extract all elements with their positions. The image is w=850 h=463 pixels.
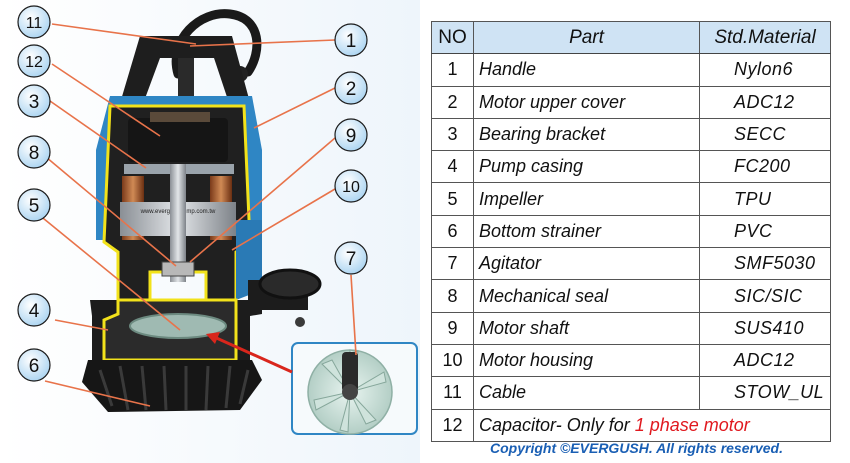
capacitor-wires — [150, 112, 210, 122]
header-no: NO — [431, 20, 474, 55]
row-no: 3 — [431, 117, 474, 152]
table-row-capacitor: 12 Capacitor- Only for 1 phase motor — [431, 408, 831, 442]
callout-4-label: 4 — [29, 301, 40, 322]
row-material: STOW_UL — [699, 376, 831, 410]
callout-10: 10 — [334, 169, 368, 203]
row-material: ADC12 — [699, 85, 831, 119]
callout-6: 6 — [17, 348, 51, 382]
row-no: 12 — [431, 408, 474, 442]
row-no: 4 — [431, 150, 474, 184]
row-material: ADC12 — [699, 343, 831, 378]
row-part: Pump casing — [473, 150, 700, 184]
capacitor-note: Capacitor- Only for 1 phase motor — [473, 408, 831, 442]
callout-9-label: 9 — [346, 126, 357, 147]
callout-3: 3 — [17, 84, 51, 118]
callout-8-label: 8 — [29, 143, 40, 164]
agitator-pointer — [211, 334, 293, 374]
row-no: 5 — [431, 182, 474, 216]
row-part: Motor upper cover — [473, 85, 700, 119]
callout-12: 12 — [17, 44, 51, 78]
row-part: Cable — [473, 376, 700, 410]
row-part: Agitator — [473, 247, 700, 281]
table-header-row: NO Part Std.Material — [431, 20, 831, 55]
header-part: Part — [473, 20, 700, 55]
row-no: 1 — [431, 53, 474, 87]
row-no: 10 — [431, 343, 474, 378]
row-part: Motor housing — [473, 343, 700, 378]
callout-2: 2 — [334, 71, 368, 105]
row-part: Bottom strainer — [473, 214, 700, 249]
row-material: TPU — [699, 182, 831, 216]
bottom-strainer — [82, 360, 262, 412]
row-material: SUS410 — [699, 311, 831, 345]
leader-lines — [37, 23, 357, 407]
row-material: SMF5030 — [699, 247, 831, 281]
mechanical-seal — [161, 261, 195, 277]
row-material: PVC — [699, 214, 831, 249]
row-no: 7 — [431, 247, 474, 281]
header-material: Std.Material — [699, 20, 831, 55]
callout-2-label: 2 — [346, 79, 357, 100]
capacitor-note-text: Capacitor- Only for — [479, 414, 635, 435]
row-part: Impeller — [473, 182, 700, 216]
copyright-notice: Copyright ©EVERGUSH. All rights reserved… — [490, 440, 783, 456]
capacitor — [128, 118, 228, 162]
row-no: 8 — [431, 279, 474, 313]
handle-post — [178, 58, 194, 98]
row-no: 6 — [431, 214, 474, 249]
callout-4: 4 — [17, 293, 51, 327]
agitator-pointer-head — [206, 332, 220, 344]
callout-6-label: 6 — [29, 356, 40, 377]
row-material: SIC/SIC — [699, 279, 831, 313]
motor-shaft — [170, 164, 186, 282]
row-part: Bearing bracket — [473, 117, 700, 152]
row-material: FC200 — [699, 150, 831, 184]
callout-7-label: 7 — [346, 249, 357, 270]
row-no: 2 — [431, 85, 474, 119]
row-material: Nylon6 — [699, 53, 831, 87]
callout-3-label: 3 — [29, 92, 40, 113]
callout-11-label: 11 — [26, 15, 43, 32]
callout-9: 9 — [334, 118, 368, 152]
callout-5-label: 5 — [29, 196, 40, 217]
impeller — [129, 313, 227, 339]
bolt — [295, 317, 305, 327]
row-material: SECC — [699, 117, 831, 152]
callout-11: 11 — [17, 5, 51, 39]
row-no: 9 — [431, 311, 474, 345]
callout-8: 8 — [17, 135, 51, 169]
row-part: Handle — [473, 53, 700, 87]
callout-1-label: 1 — [346, 31, 357, 52]
capacitor-note-highlight: 1 phase motor — [634, 414, 750, 435]
row-part: Motor shaft — [473, 311, 700, 345]
agitator-image — [307, 349, 393, 435]
callout-7: 7 — [334, 241, 368, 275]
row-part: Mechanical seal — [473, 279, 700, 313]
handle — [118, 36, 252, 112]
discharge-outlet — [258, 268, 322, 300]
callout-10-label: 10 — [342, 179, 360, 196]
callout-5: 5 — [17, 188, 51, 222]
row-no: 11 — [431, 376, 474, 410]
callout-1: 1 — [334, 23, 368, 57]
strainer-fins — [98, 365, 250, 411]
callout-12-label: 12 — [25, 54, 43, 71]
